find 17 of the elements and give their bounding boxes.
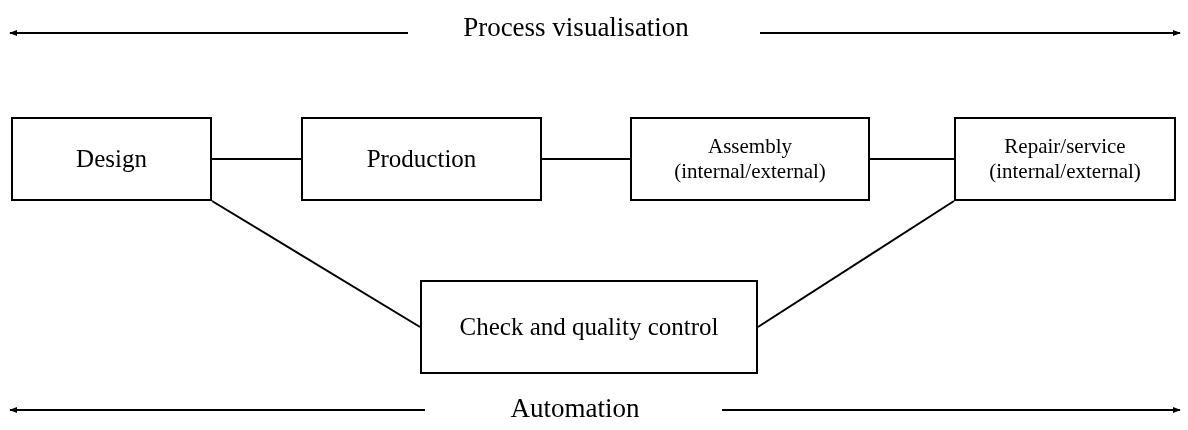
box-label: Production: [366, 144, 477, 174]
box-label: Design: [76, 144, 147, 174]
box-label: Check and quality control: [459, 312, 719, 342]
process-box: [301, 117, 542, 201]
process-box: [630, 117, 870, 201]
process-box: [954, 117, 1176, 201]
axis-caption: Automation: [510, 393, 640, 424]
connector-line: [211, 200, 421, 328]
process-box: [11, 117, 212, 201]
axis-caption: Process visualisation: [463, 12, 689, 43]
process-box: [420, 280, 758, 374]
box-label: Assembly (internal/external): [673, 133, 827, 185]
box-label: Repair/service (internal/external): [988, 133, 1142, 185]
connector-line: [757, 200, 955, 328]
connector-line: [211, 158, 302, 160]
connector-line: [869, 158, 955, 160]
connector-line: [541, 158, 631, 160]
